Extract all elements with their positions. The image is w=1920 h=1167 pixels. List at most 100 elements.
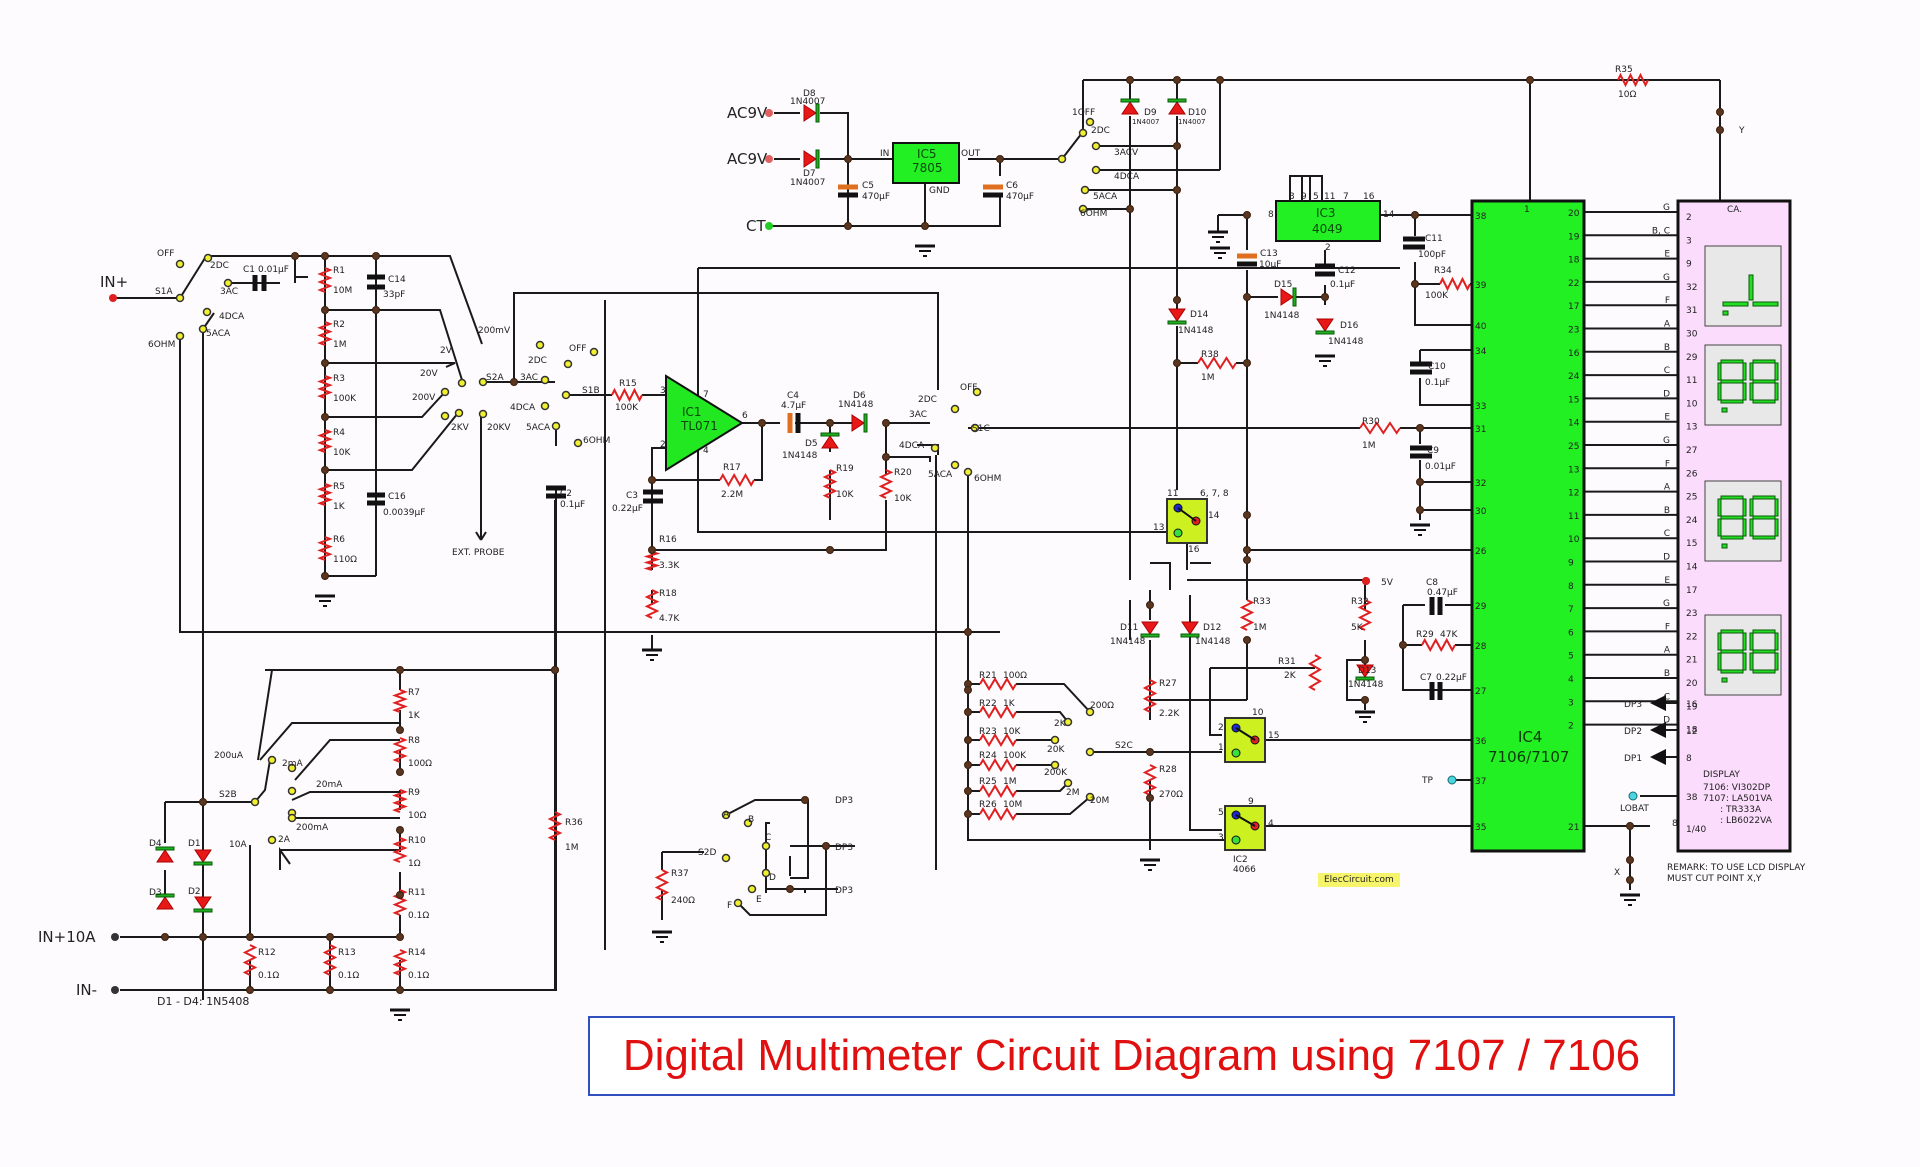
diode-bar [1120,98,1140,103]
component-label: 0.22µF [612,504,643,514]
junction-dot [1626,822,1634,830]
junction-dot [882,419,890,427]
resistor-value: 100K [333,394,357,404]
ac9v-terminal-1[interactable] [765,109,773,117]
component-label: S2C [1115,741,1133,751]
junction-dot [321,466,329,474]
resistor-symbol [979,705,1017,719]
segment-label: B, C [1652,226,1670,236]
ct-label: CT [746,217,766,235]
component-label: R15 [619,379,637,389]
component-label: 270Ω [1159,790,1183,800]
component-label: D10 [1188,108,1207,118]
segment-label: E [1664,576,1670,586]
component-label: 100K [1425,291,1449,301]
component-label: 4DCA [899,441,925,451]
component-label: C [765,833,771,843]
resistor-value: 0.1Ω [338,971,359,981]
resistor-symbol [392,889,408,916]
component-label: 8 [1672,819,1678,829]
diode-symbol [1168,101,1186,115]
tp-testpoint[interactable] [1447,775,1457,785]
junction-dot [1243,211,1251,219]
junction-dot [1126,76,1134,84]
junction-dot [826,546,834,554]
lcd-segment [1720,669,1744,674]
lobat-point[interactable] [1628,791,1638,801]
component-label: 16 [1188,545,1200,555]
switch-terminals [175,117,1101,908]
resistor-symbol [719,472,755,488]
resistor-symbol [979,807,1017,821]
switch-contact [563,359,573,369]
segment-label: A [1664,483,1671,493]
resistor-symbol [1239,599,1255,631]
resistor-value: 100Ω [408,759,432,769]
component-label: 4DCA [219,312,245,322]
component-label: 11 [1167,489,1178,499]
ic4-pin: 22 [1568,279,1579,289]
ic3-4049 [1275,200,1381,242]
switch-contact [478,377,488,387]
switch-contact [287,813,297,823]
junction-dots [161,76,1724,994]
component-label: 3 [1218,833,1224,843]
component-label: D1 [188,839,201,849]
ic4-adc [1470,199,1586,853]
diode-bar [1140,633,1160,638]
ground-icon [642,648,662,661]
component-label: DP3 [835,796,853,806]
ic4-pin: 23 [1568,326,1579,336]
component-label: R36 [565,818,583,828]
junction-dot [510,378,518,386]
component-label: C4 [787,391,799,401]
junction-dot [758,419,766,427]
lcd-digits [1704,245,1782,696]
component-label: D4 [149,839,162,849]
component-label: B [748,815,754,825]
component-label: 4DCA [510,403,536,413]
segment-label: C [1664,529,1670,539]
resistor-symbol [1421,637,1456,653]
resistor-symbol [1197,356,1237,370]
capacitors [252,184,1443,700]
diode-bar [815,103,820,123]
component-label: R21 [979,671,997,681]
ic4-pin: 24 [1568,372,1580,382]
junction-dot [801,796,809,804]
in-minus-terminal[interactable] [111,986,119,994]
segment-label: D [1663,389,1670,399]
junction-dot [246,933,254,941]
ground-icon [915,244,935,257]
lcd-segment [1774,652,1779,671]
ct-terminal[interactable] [765,222,773,230]
lcd-segment [1774,382,1779,401]
diode-note: D1 - D4: 1N5408 [157,995,249,1008]
junction-dot [1716,108,1724,116]
resistor-symbol [878,469,894,499]
ac9v-label-2: AC9V [727,150,768,168]
junction-dot [396,726,404,734]
component-label: 2DC [528,356,547,366]
switch-contact [287,763,297,773]
in-10a-label: IN+10A [38,928,96,946]
component-label: 2KV [451,423,470,433]
component-label: S2D [698,848,716,858]
switch-contact [457,378,467,388]
component-label: C12 [1338,266,1356,276]
in-10a-terminal[interactable] [111,933,119,941]
component-label: C10 [1428,362,1446,372]
display-pin: 23 [1686,609,1697,619]
lcd-segment [1752,495,1776,500]
component-label: C7 [1420,673,1432,683]
switch-contact [950,460,960,470]
component-label: 1N4007 [790,178,825,188]
resistor-ref: R12 [258,948,276,958]
ac9v-terminal-2[interactable] [765,155,773,163]
component-label: 6OHM [148,340,175,350]
switch-contact [202,307,212,317]
resistor-ref: R5 [333,482,345,492]
component-label: 6 [742,411,748,421]
plus5v-terminal[interactable] [1362,577,1370,585]
in-plus-terminal[interactable] [109,294,117,302]
